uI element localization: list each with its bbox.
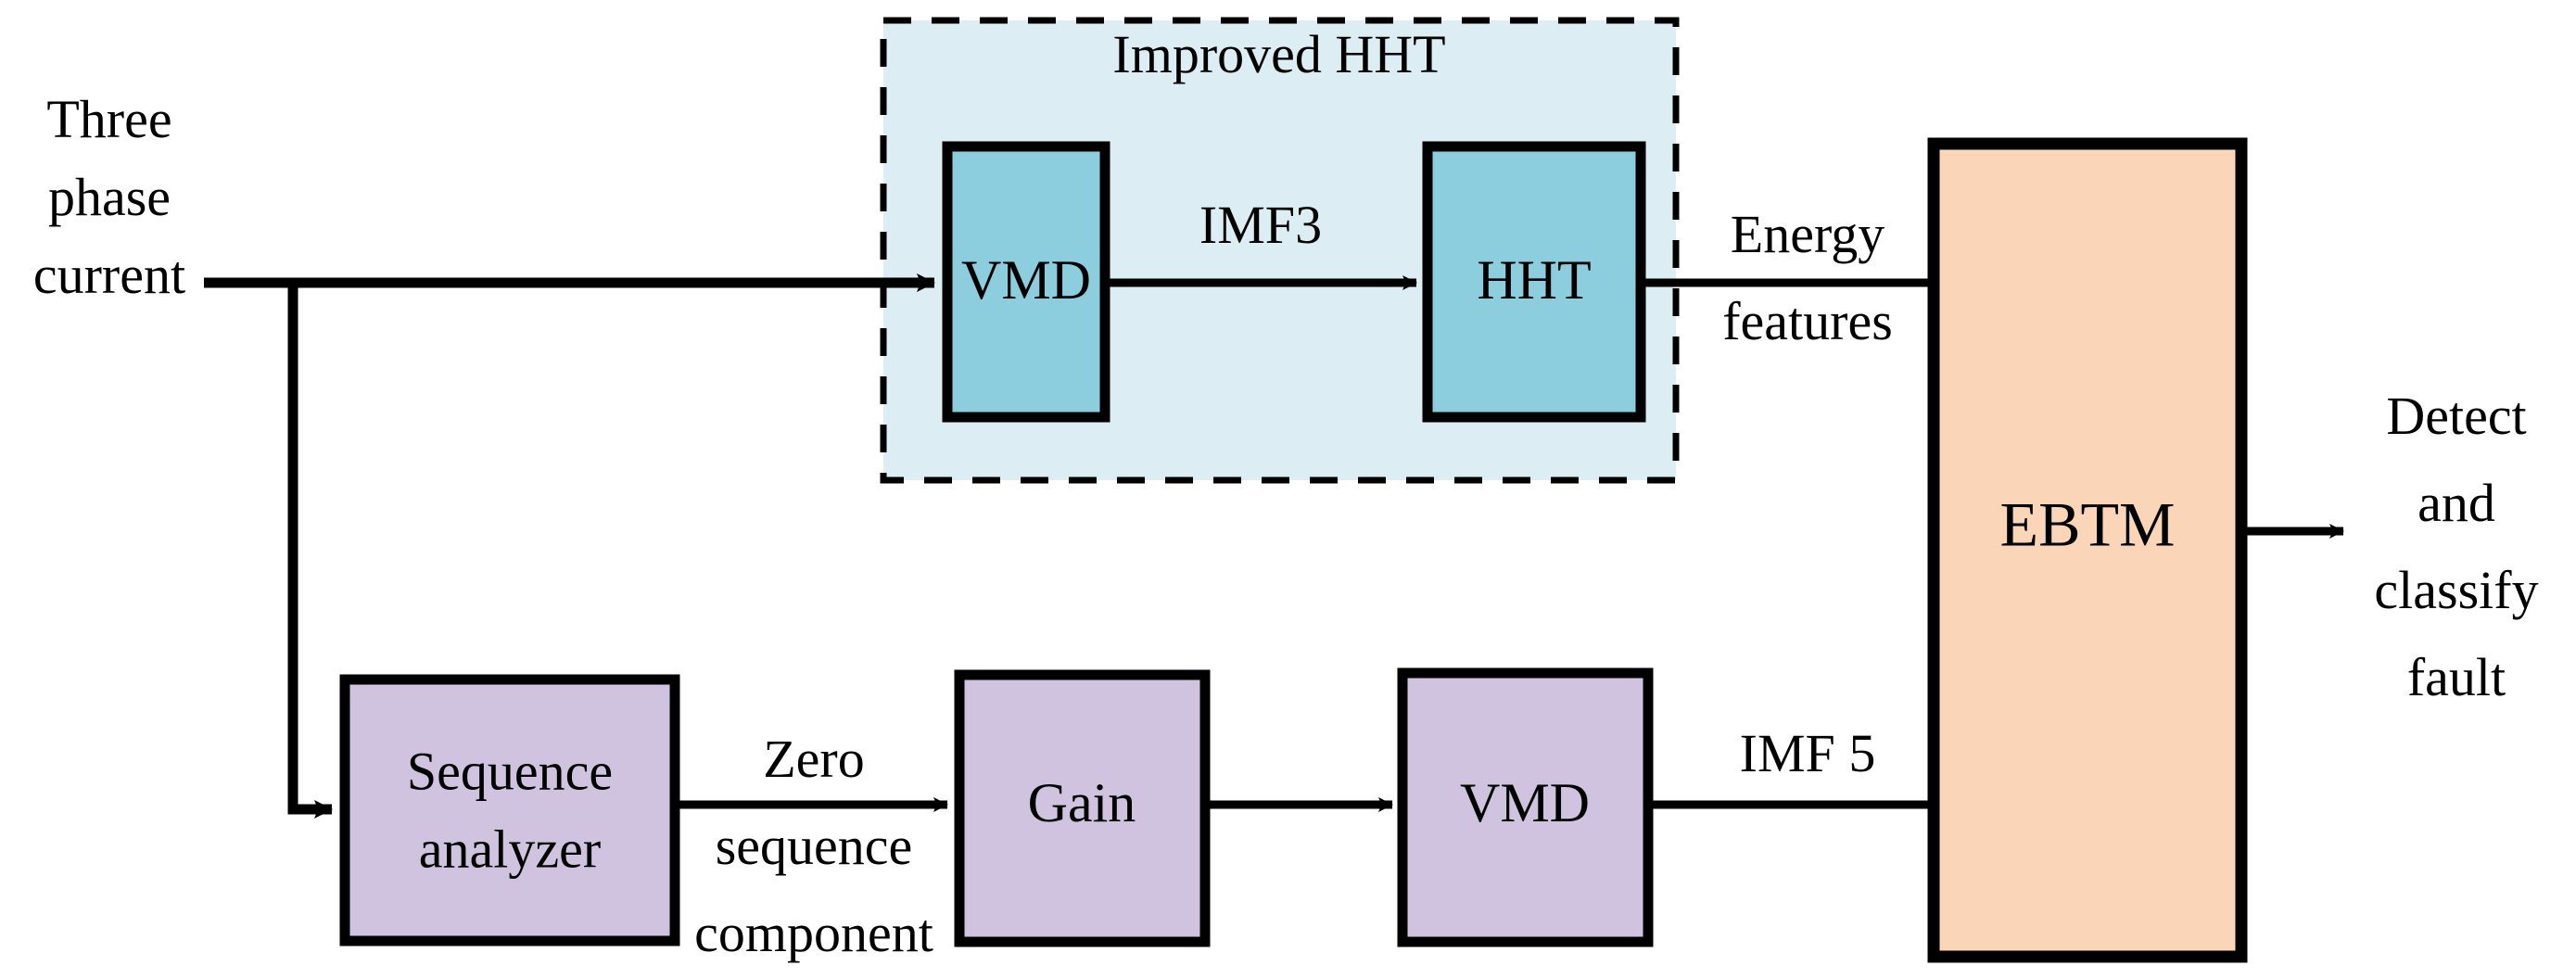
block-sequence-analyzer-label-line1: Sequence <box>407 741 613 801</box>
edge-label-imf3: IMF3 <box>1199 195 1322 255</box>
block-hht[interactable] <box>1422 141 1646 423</box>
edge-label-imf5: IMF 5 <box>1740 723 1876 783</box>
output-label-line1: Detect <box>2386 386 2526 446</box>
block-gain-label: Gain <box>1028 772 1136 833</box>
edge-label-zero-sequence-line1: Zero <box>763 729 865 789</box>
input-label-line1: Three <box>46 89 171 149</box>
block-vmd-top[interactable] <box>942 141 1110 423</box>
block-ebtm-label: EBTM <box>2000 489 2176 560</box>
block-hht-label: HHT <box>1477 249 1591 311</box>
block-gain[interactable] <box>954 669 1211 947</box>
input-label-line2: phase <box>48 167 171 227</box>
edge-input-branch-to-sequence <box>287 283 333 819</box>
edge-label-zero-sequence-line3: component <box>694 903 933 963</box>
input-label-line3: current <box>33 245 185 305</box>
block-sequence-analyzer-label-line2: analyzer <box>419 819 601 879</box>
block-ebtm[interactable] <box>1927 137 2248 963</box>
edge-label-zero-sequence-line2: sequence <box>716 816 913 876</box>
block-vmd-bottom-label: VMD <box>1460 772 1590 833</box>
block-vmd-top-label: VMD <box>961 249 1091 311</box>
improved-hht-group-title: Improved HHT <box>1112 24 1445 84</box>
block-sequence-analyzer[interactable] <box>339 674 680 946</box>
edge-label-energy-features-line1: Energy <box>1731 204 1884 264</box>
output-label-line2: and <box>2417 473 2495 533</box>
block-vmd-bottom[interactable] <box>1397 667 1654 947</box>
output-label-line3: classify <box>2374 560 2538 620</box>
edge-label-energy-features-line2: features <box>1722 291 1893 351</box>
output-label-line4: fault <box>2407 647 2506 707</box>
